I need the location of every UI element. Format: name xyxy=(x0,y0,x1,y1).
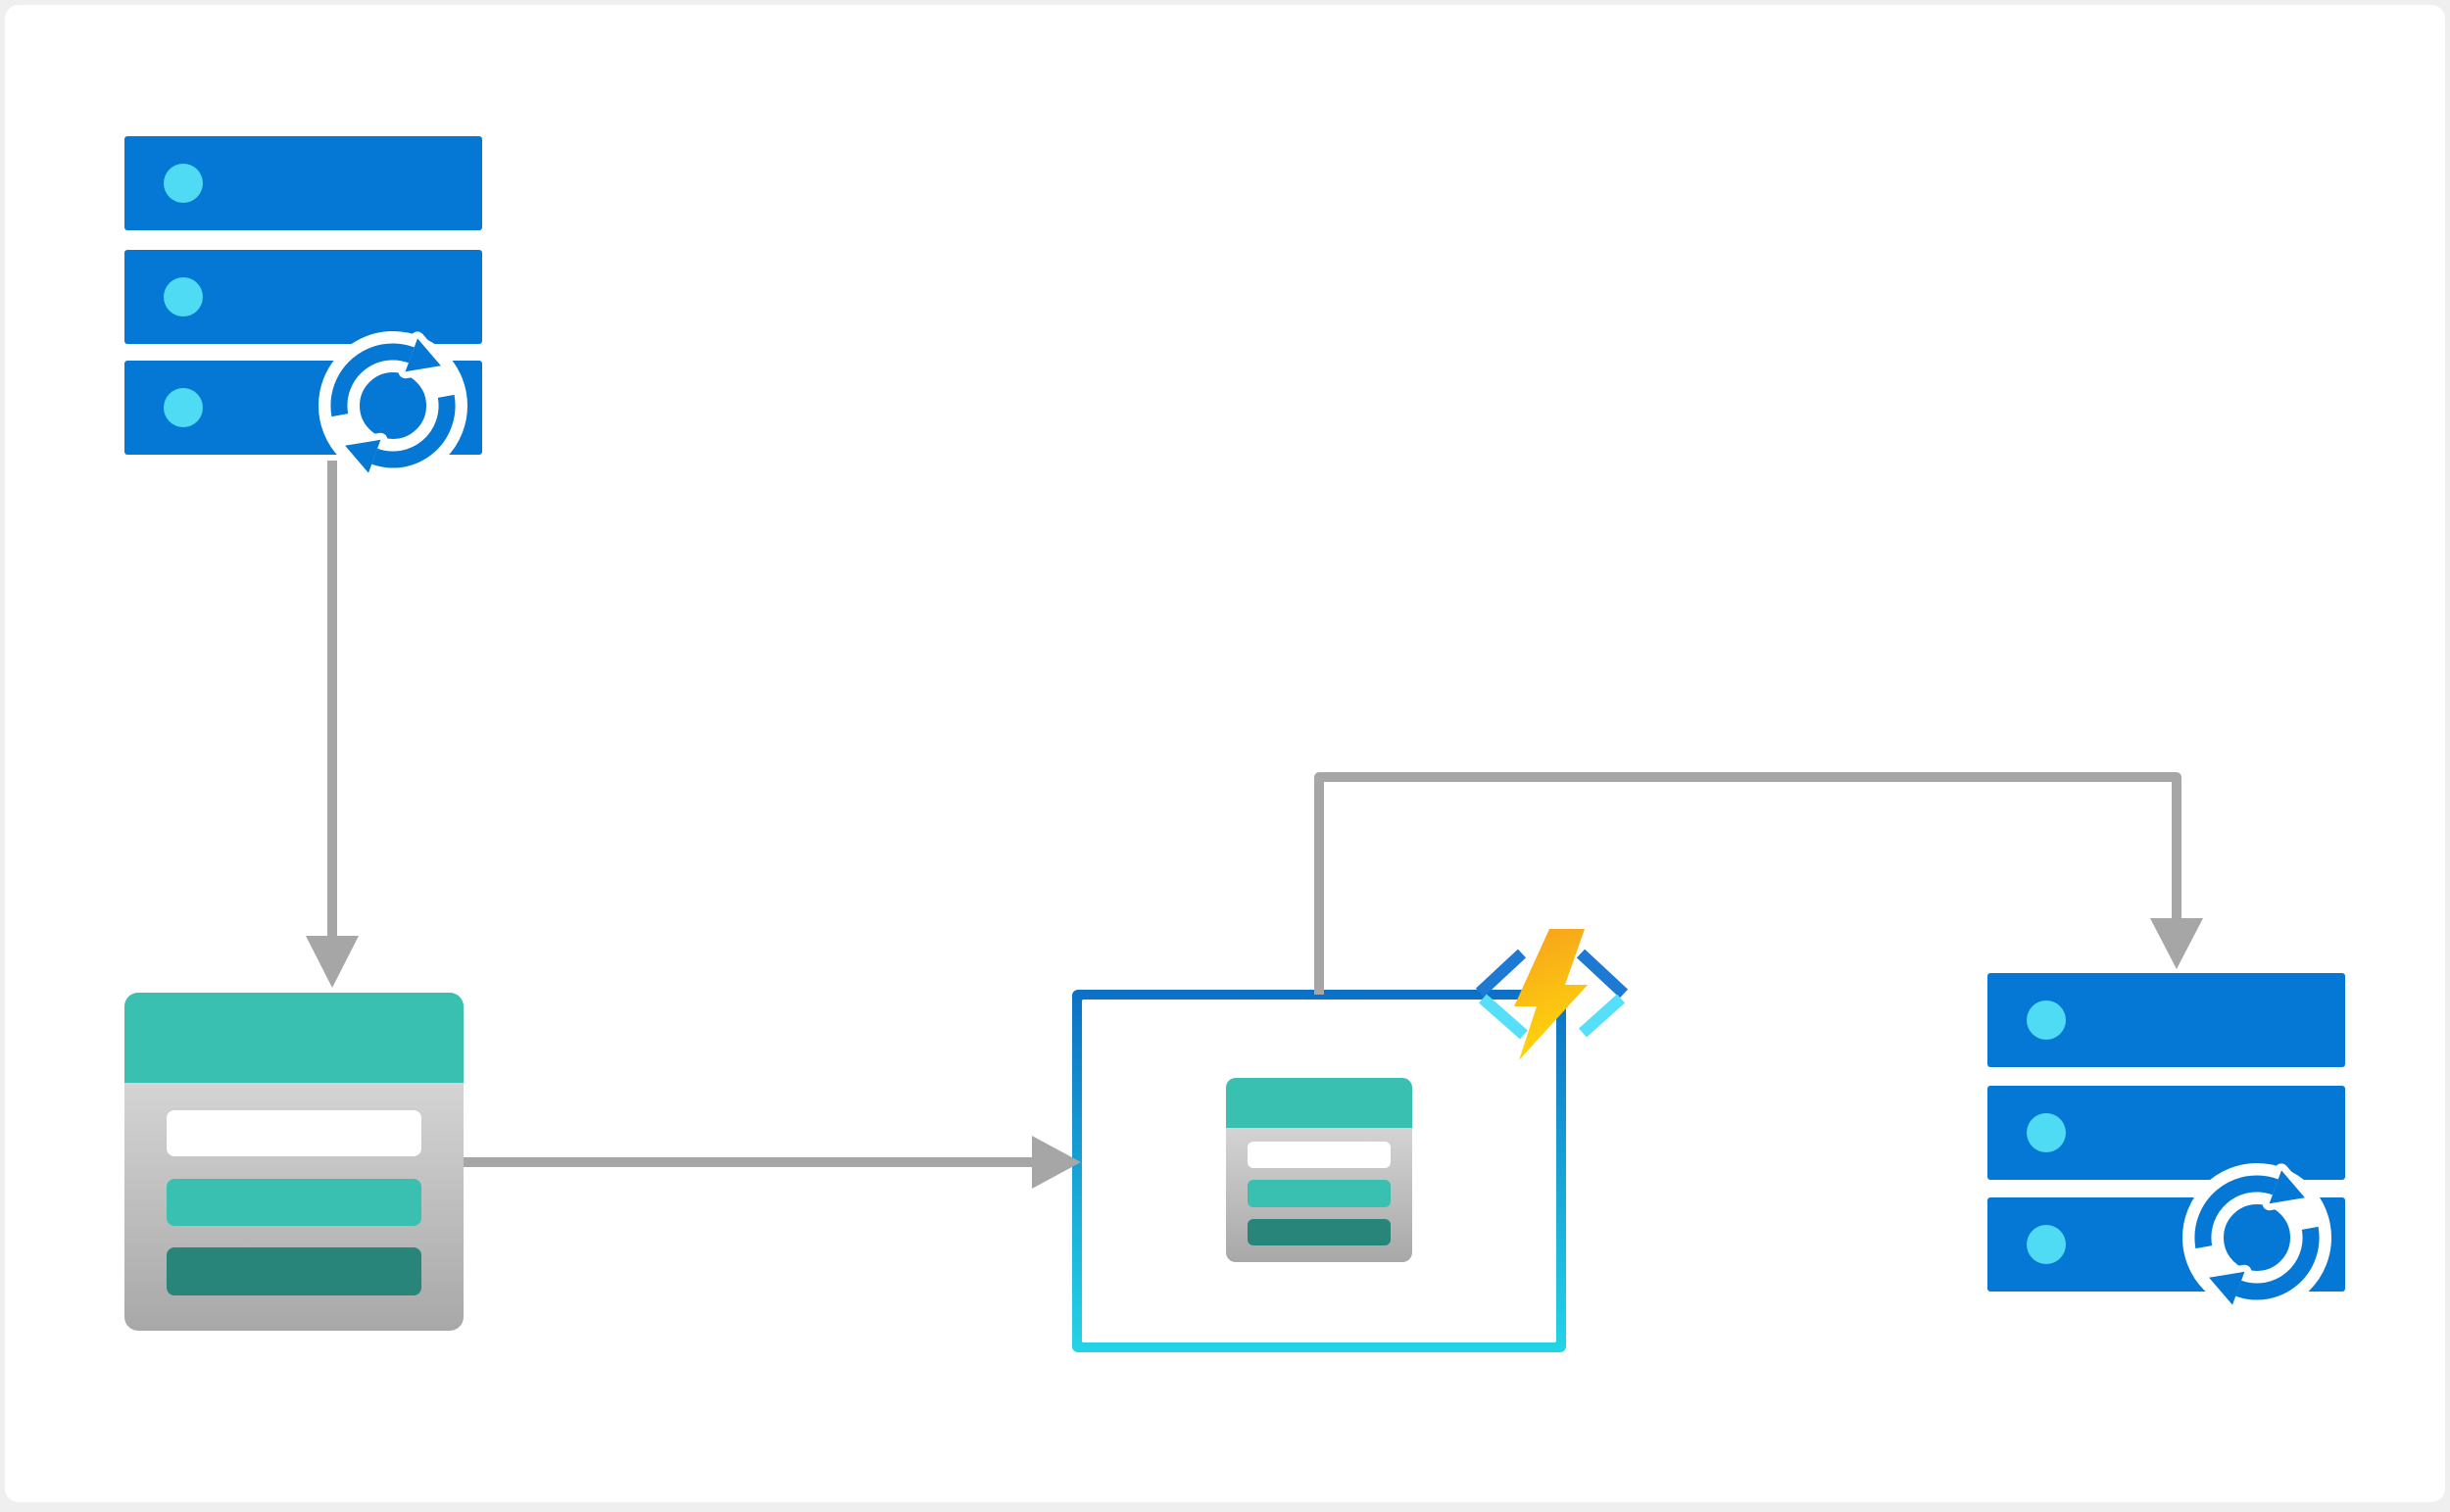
lightning-bolt-icon xyxy=(1514,929,1588,1060)
indicator-dot xyxy=(164,388,203,427)
table-storage-icon-small xyxy=(1226,1078,1412,1262)
table-row-white xyxy=(1248,1142,1391,1168)
table-storage-icon xyxy=(124,993,464,1331)
table-row-teal xyxy=(1248,1180,1391,1207)
table-row-white xyxy=(167,1110,421,1156)
indicator-dot xyxy=(164,164,203,203)
database-bar xyxy=(1987,1086,2345,1180)
table-row-dark xyxy=(167,1247,421,1295)
database-bar xyxy=(124,250,482,344)
arrow-table-to-function xyxy=(455,1136,1081,1189)
sync-icon xyxy=(2182,1163,2331,1312)
indicator-dot xyxy=(2027,1113,2066,1152)
database-bar xyxy=(124,136,482,230)
table-header-band xyxy=(124,993,464,1083)
azure-functions-bolt-icon xyxy=(1475,929,1629,1060)
database-bar xyxy=(1987,973,2345,1067)
arrow-source-to-table xyxy=(306,461,359,988)
table-row-teal xyxy=(167,1179,421,1226)
sync-icon xyxy=(318,331,467,480)
indicator-dot xyxy=(2027,1000,2066,1040)
diagram-canvas xyxy=(5,5,2445,1502)
table-row-dark xyxy=(1248,1219,1391,1245)
table-header-band xyxy=(1226,1078,1412,1128)
indicator-dot xyxy=(2027,1225,2066,1264)
indicator-dot xyxy=(164,277,203,317)
arrow-function-to-target xyxy=(1314,772,2203,995)
